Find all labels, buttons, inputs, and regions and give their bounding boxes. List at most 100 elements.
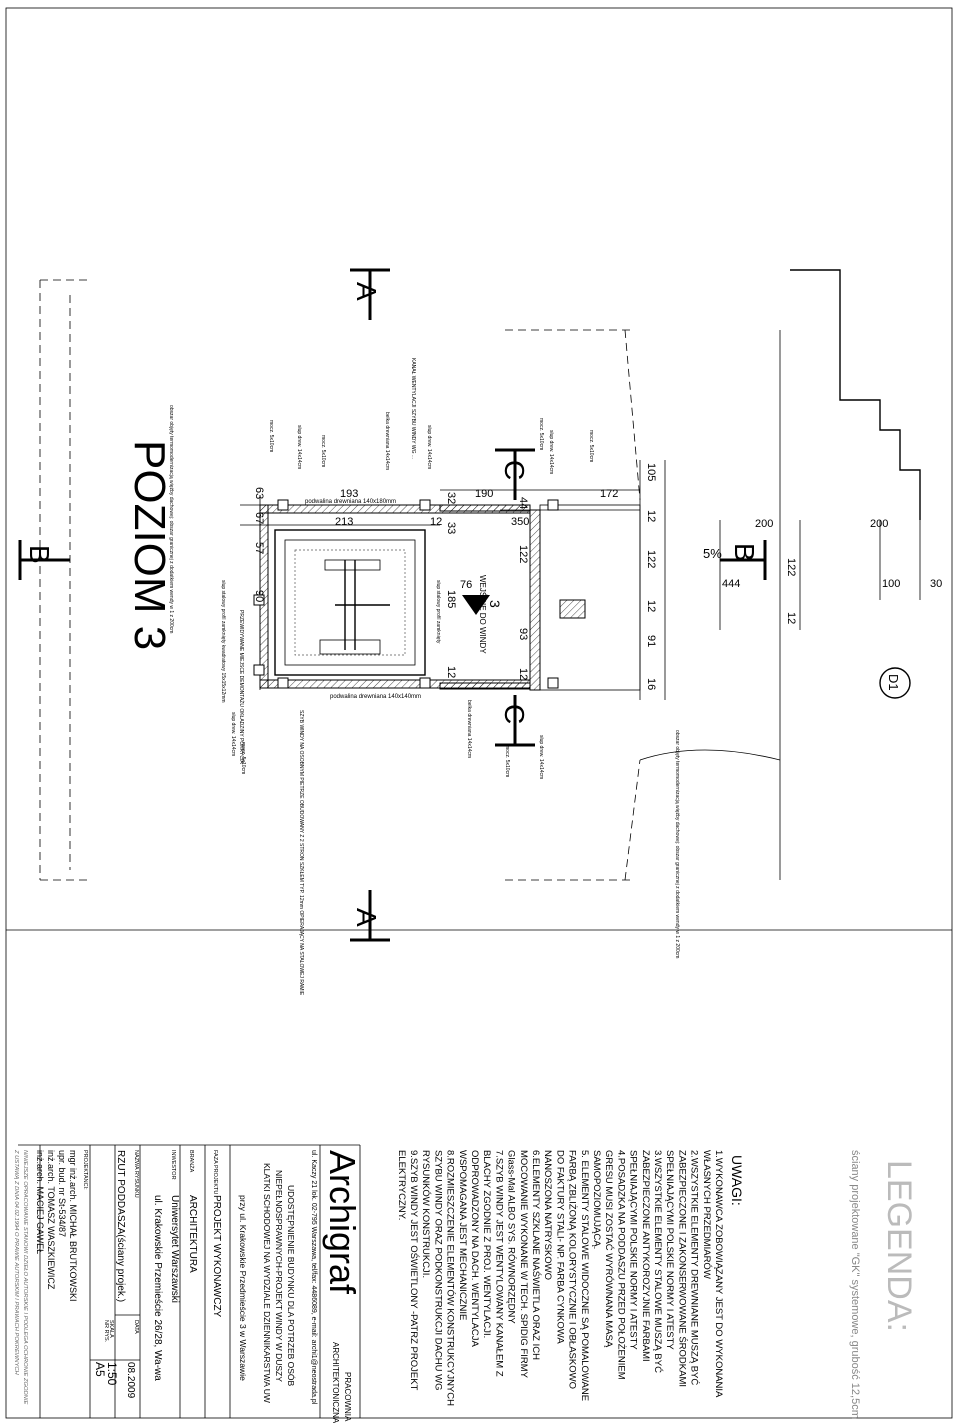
note-line: ODPROWADZONY NA DACH. WENTYLACJA: [469, 1150, 480, 1348]
project-desc-3: KLATKI SCHODOWEJ NA WYDZIALE DZIENNIKARS…: [262, 1163, 272, 1403]
vestibule-wall-bottom: [439, 682, 531, 690]
studio-small-2: ARCHITEKTONICZNA: [331, 1342, 340, 1423]
dim-185: 185: [445, 590, 457, 608]
dim-93: 93: [517, 628, 529, 640]
dim-200a: 200: [755, 518, 773, 530]
label-post-4: słup drew. 14x14cm: [230, 712, 236, 756]
note-line: SPEŁNIAJĄCYMI POLSKIE NORMY I ATESTY: [664, 1150, 675, 1350]
label-post-3: słup drew. 14x14cm: [548, 430, 554, 474]
label-steel-profile-2: słup stalowy profil zamknięty kwadratowy…: [220, 580, 226, 703]
dim-16: 16: [645, 678, 657, 690]
note-line: 1.WYKONAWCA ZOBOWIĄZANY JEST DO WYKONANI…: [713, 1150, 724, 1398]
section-label-c-bottom: C: [499, 704, 530, 724]
roof-outline-right: [500, 329, 641, 881]
label-shaft-note: SZYB WINDY NA OSOBNYM PIETRZE OBUDOWANY …: [298, 710, 304, 996]
notes-block: UWAGI: 1.WYKONAWCA ZOBOWIĄZANY JEST DO W…: [396, 1150, 745, 1406]
door-swing: [639, 749, 781, 761]
section-label-a-bottom: A: [351, 908, 382, 927]
post-8: [253, 664, 265, 676]
entry-arrow: [462, 595, 490, 615]
dim-57: 57: [253, 542, 265, 554]
dim-122c: 122: [517, 545, 529, 563]
dim-105: 105: [645, 463, 657, 481]
elevator-counterweight: [319, 639, 381, 655]
dim-172: 172: [600, 488, 618, 500]
dim-12d: 12: [517, 668, 529, 680]
project-desc-2: NIEPEŁNOSPRAWNYCH-PROJEKT WINDY W DUSZY: [274, 1170, 284, 1382]
entry-number: 3: [487, 600, 503, 608]
note-line: DO FAKTURY STALI- NP. FARBA CYNKOWA: [554, 1150, 565, 1344]
label-fix-1: mocz. 5x10cm: [268, 420, 274, 452]
glass-corridor: [539, 504, 641, 691]
dim-444: 444: [722, 578, 740, 590]
sheet-border: [5, 7, 953, 1419]
branch-value: ARCHITEKTURA: [187, 1195, 198, 1273]
note-line: 6.ELEMENTY SZKLANE NAŚWIETLA ORAZ ICH: [530, 1150, 542, 1360]
drawing-label: NAZWA RYSUNKU: [133, 1150, 139, 1198]
dim-350: 350: [511, 516, 529, 528]
dim-190: 190: [475, 488, 493, 500]
building-outline-right: [790, 269, 921, 520]
note-line: WSPOMAGANA JEST MECHANICZNIE: [457, 1150, 468, 1320]
note-line: 3.WSZYSTKIE ELEMENTY STALOWE MUSZĄ BYĆ: [652, 1150, 663, 1373]
sheet-no-label: NR RYS.: [103, 1320, 109, 1343]
studio-small: PRACOWNIA: [343, 1372, 352, 1422]
title-block: Archigraf PRACOWNIA ARCHITEKTONICZNA ul.…: [13, 1144, 363, 1423]
label-post-1: słup drew. 14x14cm: [296, 425, 302, 469]
notes-title: UWAGI:: [729, 1155, 745, 1206]
designer-4: inż.arch. MACIEJ GAWEŁ: [35, 1150, 45, 1254]
dim-67: 67: [253, 512, 265, 524]
dim-200b: 200: [870, 518, 888, 530]
drawing-name: RZUT PODDASZA(ściany projek.): [115, 1150, 126, 1302]
elevator-rail: [335, 560, 390, 650]
vestibule-wall-right: [529, 509, 541, 691]
dim-193: 193: [340, 488, 358, 500]
note-line: 4.POSADZKA NA PODDASZU PRZED POŁOŻENIEM: [615, 1150, 626, 1380]
floor-plan: [18, 268, 921, 942]
slope-label: 5%: [703, 546, 722, 561]
legend-title: LEGENDA:: [880, 1160, 918, 1332]
elevator-motor: [324, 559, 381, 571]
investor-address: ul. Krakowskie Przemieście 26/28, Wa-wa: [152, 1195, 163, 1381]
section-mark-c-top: [495, 448, 535, 500]
label-beam-bottom: belka drewniana 14x14cm: [466, 700, 472, 758]
note-line: 9.SZYB WINDY JEST OŚWIETLONY -PATRZ PROJ…: [408, 1150, 420, 1391]
label-sill-bottom: podwalina drewniana 140x140mm: [330, 694, 421, 700]
elevator-cabin: [294, 549, 406, 656]
project-desc-4: przy ul. Krakowskie Przedmieście 3 w War…: [238, 1195, 248, 1381]
note-line: RYSUNKÓW KONSTRUKCJI.: [420, 1150, 431, 1278]
branch-label: BRANŻA: [188, 1150, 195, 1173]
label-sill-top: podwalina drewniana 140x180mm: [305, 499, 396, 505]
note-line: MOCOWANIE WYKONANE W TECH. SPIDIG FIRMY: [518, 1150, 529, 1379]
post-5: [547, 499, 559, 511]
label-ramp-note: PRZEWIDYWANE MIEJSCE DEMONTAŻU OKŁADZINY…: [238, 610, 245, 764]
label-post-2: słup drew. 14x14cm: [426, 425, 432, 469]
shaft-frame-outer: [274, 529, 426, 676]
dim-91: 91: [645, 635, 657, 647]
note-line: ZABEZPIECZONE I ZAKONSERWOWANE ŚRODKAMI: [676, 1150, 688, 1387]
label-fix-2: mocz. 5x10cm: [320, 435, 326, 467]
phase-label: FAZA PROJEKTU: [212, 1150, 218, 1194]
section-label-c-top: C: [499, 460, 530, 480]
dim-12b: 12: [645, 600, 657, 612]
designer-1: mgr inż.arch. MICHAŁ BRUTKOWSKI: [68, 1150, 78, 1302]
date-label: DATA: [133, 1320, 139, 1334]
note-line: BLACHY ZGODNIE Z PROJ. WENTYLACJI.: [481, 1150, 492, 1338]
note-line: ELEKTRYCZNY.: [396, 1150, 407, 1220]
note-line: 5. ELEMENTY STALOWE WIDOCZNE SĄ POMALOWA…: [579, 1150, 590, 1401]
post-3: [419, 499, 431, 511]
note-line: NANOSZONA NATRYSKOWO: [542, 1150, 553, 1280]
label-fix-4: mocz. 5x10cm: [588, 430, 594, 462]
legend-block: LEGENDA: ściany projektowane "GK" system…: [849, 1150, 918, 1419]
legend-item: ściany projektowane "GK" systemowe, grub…: [849, 1150, 861, 1419]
dim-76: 76: [460, 579, 472, 591]
sheet-no-value: A5: [93, 1362, 107, 1377]
label-steel-profile: słup stalowy profil zamknięty: [435, 580, 441, 644]
door-mark-label: D1: [886, 674, 901, 691]
section-mark-a-top: [350, 268, 390, 320]
post-1: [277, 499, 289, 511]
post-4: [419, 677, 431, 689]
label-post-5: słup drew. 14x14cm: [538, 735, 544, 779]
studio-name: Archigraf: [322, 1150, 363, 1295]
note-line: ZABEZPIECZONE ANTYKOROZYJNIE FARBAMI: [640, 1150, 651, 1362]
